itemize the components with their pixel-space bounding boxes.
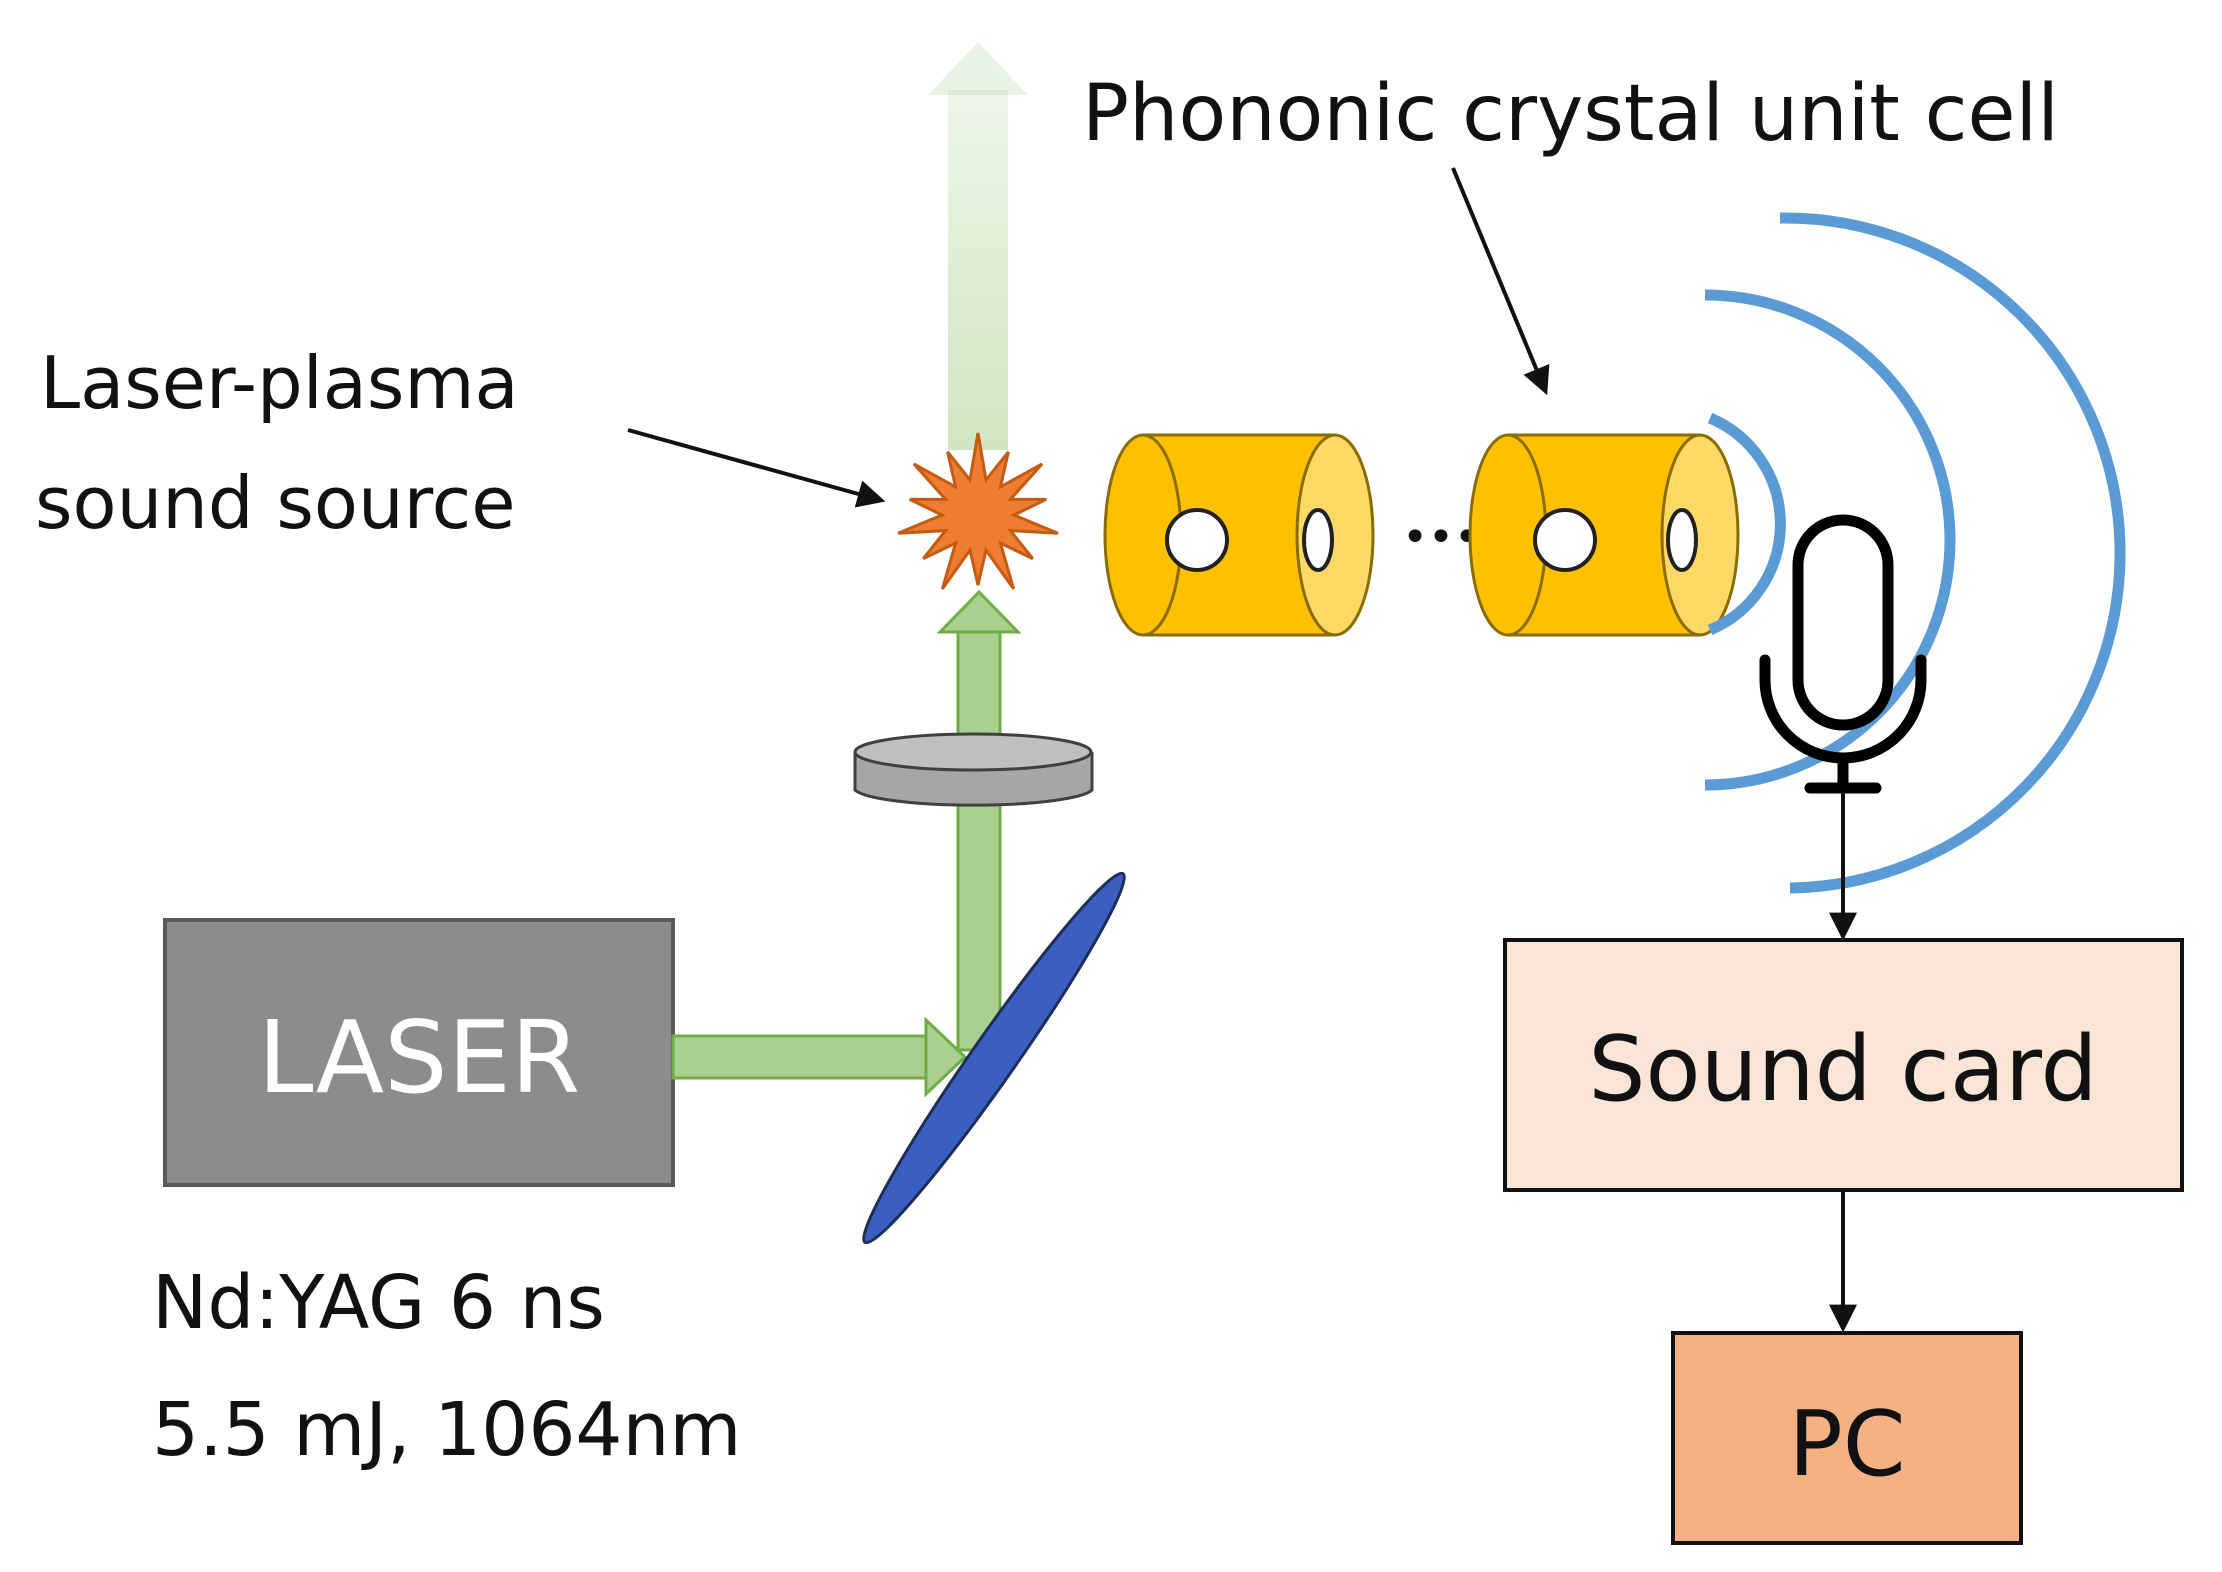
- pc-box: PC: [1671, 1331, 2023, 1545]
- laser-box: LASER: [163, 918, 675, 1187]
- sound-card-box: Sound card: [1503, 938, 2184, 1192]
- microphone-icon: [1759, 514, 1927, 794]
- source-label-line1: Laser-plasma: [40, 341, 519, 425]
- source-pointer-arrow: [627, 428, 886, 508]
- laser-label: LASER: [258, 999, 581, 1116]
- horizontal-beam: [671, 1016, 968, 1098]
- transmitted-beam: [928, 42, 1028, 450]
- source-label-line2: sound source: [35, 461, 516, 545]
- crystal-cell-2: [1468, 433, 1740, 637]
- sound-card-label: Sound card: [1588, 1017, 2097, 1122]
- cells-ellipsis: •••: [1402, 512, 1480, 563]
- starburst-icon: [897, 432, 1059, 590]
- sound-wave-small: [1707, 412, 1786, 636]
- sound-waves: [1704, 212, 2126, 894]
- crystal-pointer-arrow: [1451, 167, 1550, 396]
- focusing-lens: [853, 732, 1094, 807]
- vertical-beam: [936, 589, 1022, 1052]
- mirror: [862, 871, 1126, 1245]
- laser-spec-line1: Nd:YAG 6 ns: [152, 1260, 605, 1346]
- pc-label: PC: [1788, 1392, 1905, 1497]
- crystal-cell-1: [1103, 433, 1375, 637]
- laser-spec-line2: 5.5 mJ, 1064nm: [152, 1387, 741, 1473]
- crystal-label: Phononic crystal unit cell: [1082, 69, 2059, 159]
- sound-wave-large: [1779, 212, 2126, 894]
